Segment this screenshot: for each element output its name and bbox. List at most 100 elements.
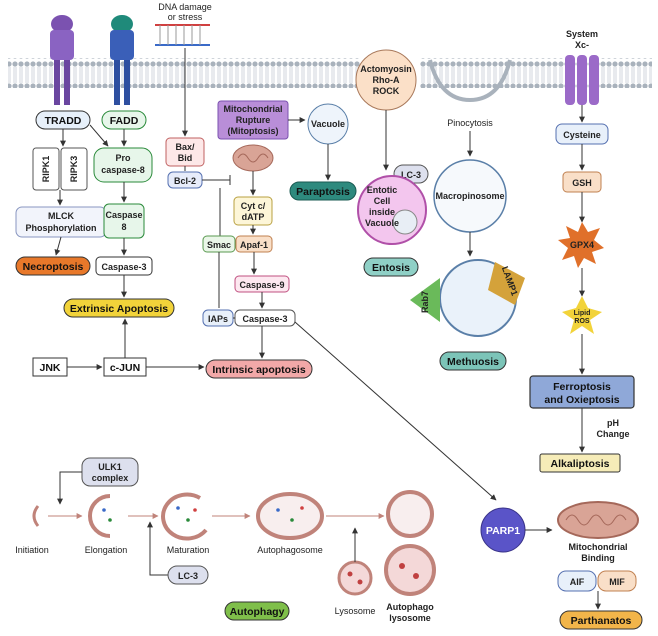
caspase8-label-1: Caspase: [105, 210, 142, 220]
mito-rupture-label-3: (Mitoptosis): [228, 126, 279, 136]
lysosome-icon: [337, 560, 373, 596]
mlck-label-1: MLCK: [48, 211, 74, 221]
paraptosis-label: Paraptosis: [296, 186, 350, 198]
caspase3-extrinsic-label: Caspase-3: [101, 262, 146, 272]
actomyosin-label-3: ROCK: [373, 86, 400, 96]
autophagosome-icon: [256, 492, 324, 540]
pro-caspase8-label-1: Pro: [115, 153, 131, 163]
dna-damage-label: DNA damage: [158, 2, 212, 12]
entotic-label-3: inside: [369, 207, 395, 217]
entosis-outcome: [363, 257, 419, 277]
mito-binding-label-1: Mitochondrial: [569, 542, 628, 552]
actomyosin-label-1: Actomyosin: [360, 64, 412, 74]
pinocytosis-label: Pinocytosis: [447, 118, 493, 128]
mif-label: MIF: [609, 577, 625, 587]
alkaliptosis-label: Alkaliptosis: [551, 458, 610, 470]
maturation-phagophore-icon: [161, 492, 208, 541]
vacuole-label: Vacuole: [311, 119, 345, 129]
pro-caspase8-box: [93, 147, 153, 183]
initiation-phagophore-icon: [32, 505, 40, 527]
parp1-label: PARP1: [486, 525, 520, 537]
entotic-label-4: Vacuole: [365, 218, 399, 228]
methuosis-label: Methuosis: [447, 356, 499, 368]
actomyosin-label-2: Rho-A: [373, 75, 400, 85]
pro-caspase8-label-2: caspase-8: [101, 165, 145, 175]
ferroptosis-label-2: and Oxieptosis: [544, 394, 619, 406]
necroptosis-outcome: [15, 256, 91, 276]
mitochondrion-icon: [557, 501, 639, 539]
ulk1-label-2: complex: [92, 473, 129, 483]
autolysosome-icon: [384, 490, 436, 596]
entosis-label: Entosis: [372, 262, 410, 274]
bax-bid-label-1: Bax/: [175, 142, 195, 152]
elongation-phagophore-icon: [88, 494, 112, 538]
entotic-label-1: Entotic: [367, 185, 398, 195]
death-receptor-fadd-icon: [110, 15, 134, 105]
cjun-label: c-JUN: [110, 362, 140, 374]
extrinsic-apoptosis-outcome: [63, 298, 175, 318]
bcl2-label: Bcl-2: [174, 176, 196, 186]
cytc-label-2: dATP: [242, 212, 265, 222]
elongation-label: Elongation: [85, 545, 128, 555]
tradd-label: TRADD: [45, 115, 82, 127]
lipid-ros-label-2: ROS: [574, 318, 590, 325]
cytc-label-1: Cyt c/: [241, 201, 266, 211]
gpx4-label: GPX4: [570, 240, 594, 250]
entotic-label-2: Cell: [374, 196, 391, 206]
lysosome-label: Lysosome: [335, 606, 376, 616]
ph-change-label-2: Change: [596, 429, 629, 439]
aif-box: [557, 570, 597, 592]
caspase3-intrinsic-label: Caspase-3: [242, 314, 287, 324]
initiation-label: Initiation: [15, 545, 49, 555]
death-receptor-tradd-icon: [50, 15, 74, 105]
apaf1-label: Apaf-1: [240, 240, 268, 250]
ripk1-box: [32, 147, 60, 191]
alkaliptosis-outcome: [539, 453, 621, 473]
ripk3-box: [60, 147, 88, 191]
system-xc-label-2: Xc-: [575, 40, 589, 50]
necroptosis-label: Necroptosis: [23, 261, 84, 273]
lc3-entosis-label: LC-3: [401, 170, 421, 180]
rab7-label: Rab7: [420, 291, 430, 313]
system-xc-transporter-icon: [565, 55, 599, 105]
aif-label: AIF: [570, 577, 585, 587]
cysteine-label: Cysteine: [563, 130, 601, 140]
parthanatos-outcome: [559, 610, 643, 630]
system-xc-label-1: System: [566, 29, 598, 39]
mlck-label-2: Phosphorylation: [25, 223, 96, 233]
parthanatos-label: Parthanatos: [571, 615, 632, 627]
methuosis-outcome: [439, 351, 507, 371]
fadd-label: FADD: [110, 115, 139, 127]
paraptosis-outcome: [289, 181, 357, 201]
ripk1-label: RIPK1: [41, 156, 51, 183]
lamp1-marker: [488, 262, 525, 305]
iaps-label: IAPs: [208, 314, 228, 324]
lipid-ros-star-icon: [562, 296, 602, 334]
gpx4-burst-icon: [558, 222, 604, 268]
caspase9-label: Caspase-9: [239, 280, 284, 290]
autolysosome-label-2: lysosome: [389, 613, 431, 623]
bax-bid-label-2: Bid: [178, 153, 193, 163]
caspase8-label-2: 8: [121, 222, 126, 232]
autophagy-outcome: [224, 601, 290, 621]
ruptured-mitochondrion-icon: [232, 144, 274, 172]
autophagy-label: Autophagy: [230, 606, 285, 618]
autolysosome-label-1: Autophago: [386, 602, 434, 612]
or-stress-label: or stress: [168, 12, 203, 22]
lc3-autophagy-box: [167, 565, 209, 585]
mito-rupture-label-2: Rupture: [236, 115, 271, 125]
macropinosome-label: Macropinosome: [435, 191, 504, 201]
mito-rupture-label-1: Mitochondrial: [224, 104, 283, 114]
ulk1-label-1: ULK1: [98, 462, 122, 472]
dna-icon: [155, 24, 210, 46]
cell-membrane: [8, 58, 652, 103]
mito-binding-label-2: Binding: [581, 553, 615, 563]
gsh-label: GSH: [572, 178, 592, 188]
intrinsic-apoptosis-outcome: [205, 359, 313, 379]
mif-box: [597, 570, 637, 592]
ripk3-label: RIPK3: [69, 156, 79, 183]
rab7-marker: [410, 278, 440, 322]
ph-change-label-1: pH: [607, 418, 619, 428]
